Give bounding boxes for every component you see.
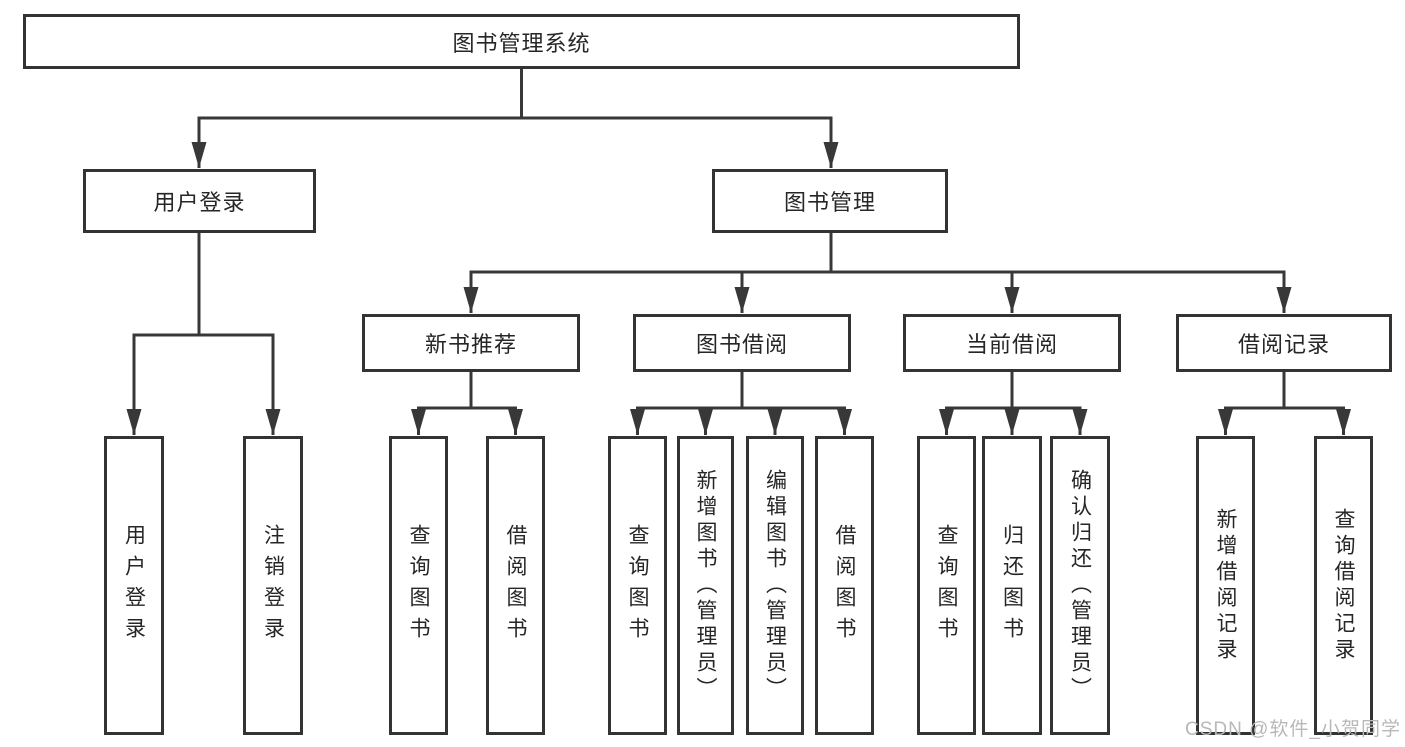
leaf-user-login-label: 用户登录: [122, 523, 146, 648]
leaf-br-query-record-label: 查询借阅记录: [1332, 507, 1355, 664]
node-borrowing-records-label: 借阅记录: [1237, 332, 1330, 357]
leaf-bb-add-books-admin-label: 新增图书（管理员）: [694, 468, 717, 703]
leaf-rec-query-books: 查询图书: [389, 436, 448, 735]
leaf-bb-borrow-books: 借阅图书: [815, 436, 874, 735]
leaf-bb-edit-books-admin: 编辑图书（管理员）: [746, 436, 804, 735]
leaf-cb-query-books: 查询图书: [917, 436, 976, 735]
leaf-user-login: 用户登录: [104, 436, 164, 735]
leaf-rec-query-books-label: 查询图书: [407, 523, 430, 648]
node-book-management: 图书管理: [712, 169, 948, 233]
node-current-borrowing: 当前借阅: [903, 314, 1121, 372]
node-new-book-recommendation: 新书推荐: [362, 314, 580, 372]
leaf-bb-edit-books-admin-label: 编辑图书（管理员）: [763, 468, 787, 703]
node-book-borrowing-label: 图书借阅: [695, 332, 788, 357]
leaf-cb-confirm-return-admin: 确认归还（管理员）: [1050, 436, 1110, 735]
leaf-logout-label: 注销登录: [261, 523, 285, 648]
leaf-rec-borrow-books: 借阅图书: [486, 436, 545, 735]
csdn-watermark: CSDN @软件_小贺同学: [1185, 719, 1401, 740]
node-user-login-label: 用户登录: [153, 190, 246, 215]
leaf-bb-query-books: 查询图书: [608, 436, 667, 735]
leaf-rec-borrow-books-label: 借阅图书: [504, 523, 527, 648]
leaf-br-add-record-label: 新增借阅记录: [1214, 507, 1237, 664]
leaf-br-query-record: 查询借阅记录: [1314, 436, 1373, 735]
node-book-borrowing: 图书借阅: [633, 314, 851, 372]
node-current-borrowing-label: 当前借阅: [965, 332, 1058, 357]
leaf-br-add-record: 新增借阅记录: [1196, 436, 1255, 735]
node-root-library-system: 图书管理系统: [23, 14, 1020, 69]
leaf-bb-add-books-admin: 新增图书（管理员）: [677, 436, 734, 735]
node-new-book-recommendation-label: 新书推荐: [424, 332, 517, 357]
leaf-bb-query-books-label: 查询图书: [626, 523, 649, 648]
leaf-cb-return-books-label: 归还图书: [1000, 523, 1024, 648]
leaf-cb-query-books-label: 查询图书: [935, 523, 958, 648]
leaf-cb-confirm-return-admin-label: 确认归还（管理员）: [1068, 468, 1092, 703]
leaf-bb-borrow-books-label: 借阅图书: [833, 523, 856, 648]
node-borrowing-records: 借阅记录: [1176, 314, 1392, 372]
node-user-login: 用户登录: [83, 169, 316, 233]
node-root-label: 图书管理系统: [452, 30, 591, 56]
node-book-management-label: 图书管理: [783, 190, 876, 215]
leaf-logout: 注销登录: [243, 436, 303, 735]
leaf-cb-return-books: 归还图书: [982, 436, 1042, 735]
